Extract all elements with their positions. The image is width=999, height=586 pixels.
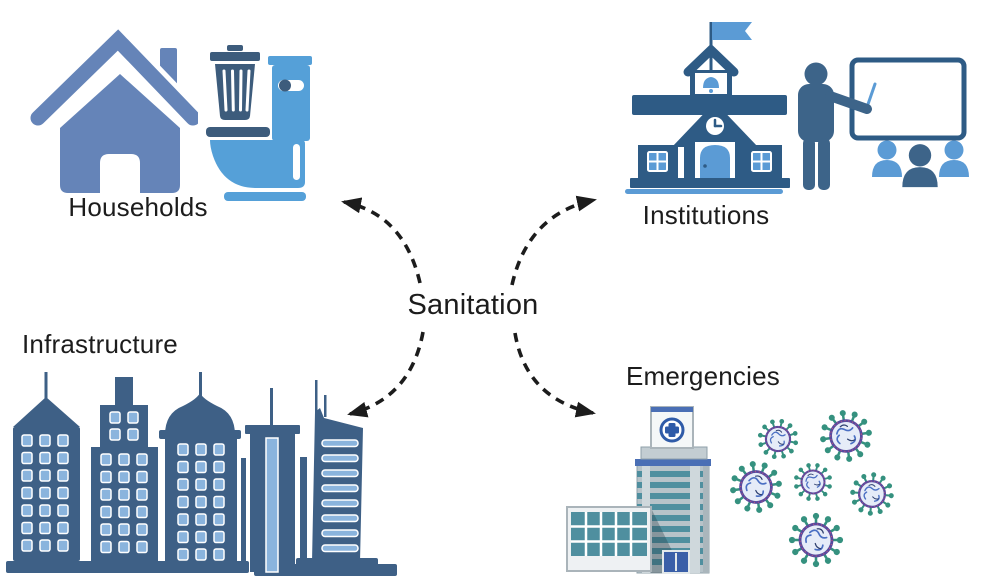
hospital-icon	[566, 406, 711, 574]
arrow-to-infrastructure	[347, 331, 425, 418]
teacher-figure	[798, 62, 872, 190]
center-label-sanitation: Sanitation	[407, 289, 539, 321]
city-buildings-icon	[6, 372, 397, 576]
label-households: Households	[68, 192, 208, 222]
label-emergencies: Emergencies	[626, 361, 780, 391]
label-infrastructure: Infrastructure	[22, 329, 178, 359]
school-icon	[625, 22, 790, 194]
arrow-to-emergencies	[513, 332, 596, 418]
label-institutions: Institutions	[642, 200, 770, 230]
house-icon	[28, 26, 198, 193]
arrow-to-households	[341, 197, 422, 284]
trash-can-icon	[210, 45, 260, 120]
teacher-whiteboard-icon	[798, 57, 969, 190]
toilet-icon	[206, 56, 312, 201]
arrow-to-institutions	[510, 195, 597, 286]
